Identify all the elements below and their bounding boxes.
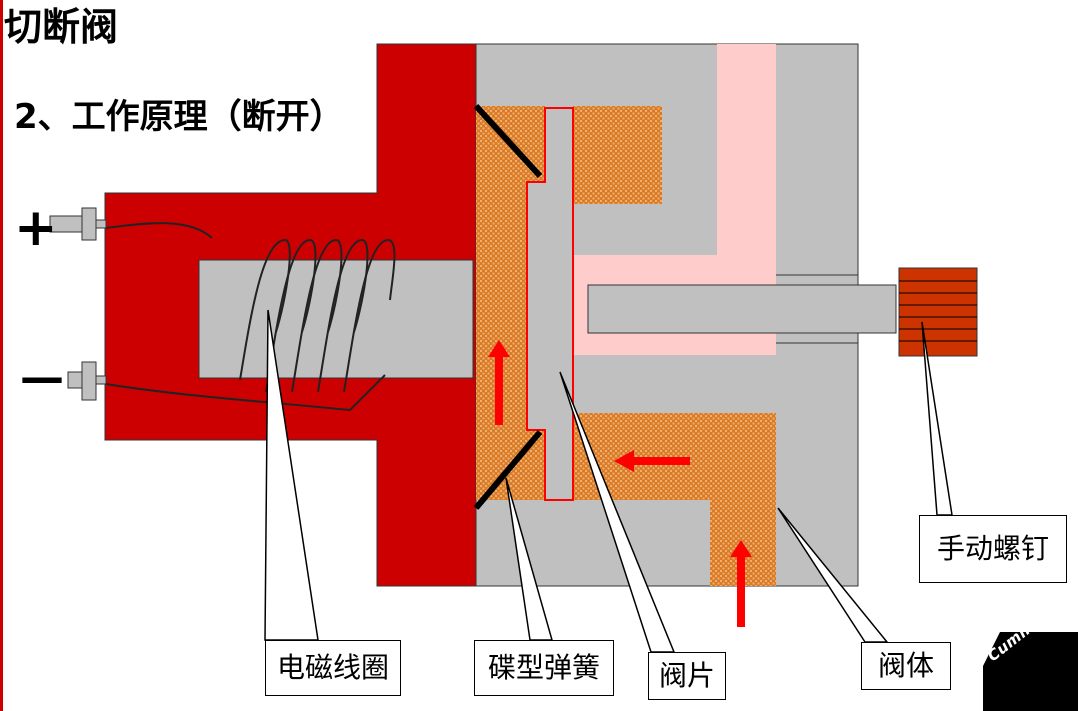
plus-connector bbox=[49, 207, 107, 241]
label-screw: 手动螺钉 bbox=[919, 515, 1067, 583]
flow-arrow-up-left bbox=[488, 340, 510, 425]
page-subtitle: 2、工作原理（断开） bbox=[14, 97, 344, 137]
valve-disc bbox=[526, 107, 574, 501]
upper-flow-area bbox=[573, 106, 662, 204]
minus-terminal-sign: — bbox=[20, 352, 64, 403]
label-coil: 电磁线圈 bbox=[265, 640, 401, 696]
slide-accent-line bbox=[0, 0, 3, 711]
label-spring: 碟型弹簧 bbox=[474, 640, 614, 696]
label-disc: 阀片 bbox=[648, 652, 726, 700]
solenoid-core bbox=[198, 259, 474, 379]
coil-winding bbox=[239, 238, 396, 393]
flow-arrow-up-right bbox=[730, 540, 752, 627]
disc-spring-lower bbox=[473, 430, 543, 510]
plus-wire bbox=[105, 222, 213, 239]
flow-arrow-left bbox=[614, 450, 690, 472]
pink-channel bbox=[573, 44, 776, 355]
minus-connector bbox=[67, 361, 107, 401]
page-title: 切断阀 bbox=[4, 5, 119, 49]
cummins-logo bbox=[983, 632, 1078, 711]
minus-wire bbox=[105, 374, 386, 412]
screw-shaft bbox=[587, 284, 897, 334]
plus-terminal-sign: + bbox=[14, 198, 58, 258]
label-body: 阀体 bbox=[861, 642, 951, 690]
disc-spring-upper bbox=[473, 103, 543, 179]
screw-thread-lines bbox=[899, 280, 977, 342]
